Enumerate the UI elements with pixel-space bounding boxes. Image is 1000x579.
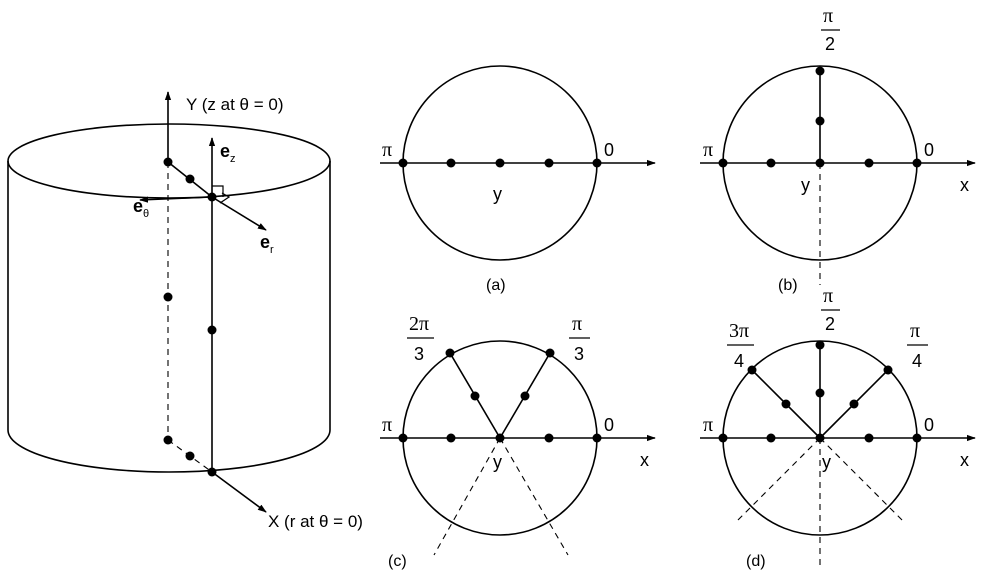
panel-a-right-angle: 0 bbox=[604, 140, 614, 160]
panel-c-ur-num: π bbox=[572, 313, 582, 335]
panel-b-dot bbox=[766, 158, 776, 168]
panel-b-dot bbox=[815, 116, 825, 126]
cylinder-dot bbox=[185, 174, 195, 184]
panel-b-axis-label: x bbox=[960, 175, 969, 195]
panel-c: π 0 2π 3 π 3 y x (c) bbox=[380, 313, 656, 570]
panel-d-ul-den: 4 bbox=[734, 351, 744, 371]
cylinder-dot bbox=[185, 451, 195, 461]
panel-c-ray-left-dashed bbox=[433, 437, 501, 556]
panel-a-dot bbox=[398, 158, 408, 168]
panel-b-left-angle: π bbox=[703, 139, 713, 161]
panel-d-dot bbox=[912, 433, 922, 443]
panel-b-dot bbox=[815, 66, 825, 76]
panel-c-left-angle: π bbox=[382, 414, 392, 436]
panel-c-dot bbox=[470, 391, 480, 401]
panel-a-center-label: y bbox=[493, 184, 502, 204]
panel-d-center-label: y bbox=[822, 452, 831, 472]
panel-b-right-angle: 0 bbox=[924, 140, 934, 160]
panel-b-center-label: y bbox=[801, 175, 810, 195]
panel-c-right-angle: 0 bbox=[604, 415, 614, 435]
panel-d-dot bbox=[815, 433, 825, 443]
panel-d-axis-label: x bbox=[960, 450, 969, 470]
panel-d-ur-den: 4 bbox=[912, 351, 922, 371]
panel-d-caption: (d) bbox=[746, 553, 766, 570]
cylinder-bottom-rim bbox=[7, 429, 331, 473]
panel-c-dot bbox=[520, 391, 530, 401]
panel-d-top-den: 2 bbox=[825, 314, 835, 334]
cylinder-dot bbox=[207, 325, 217, 335]
er-label: er bbox=[260, 232, 274, 256]
panel-c-dot bbox=[398, 433, 408, 443]
cylinder-dot bbox=[163, 435, 173, 445]
panel-c-ul-den: 3 bbox=[414, 344, 424, 364]
etheta-vector bbox=[139, 196, 213, 203]
panel-d-dot bbox=[864, 433, 874, 443]
panel-a-dot bbox=[495, 158, 505, 168]
panel-c-center-label: y bbox=[493, 452, 502, 472]
panel-c-ray-right-dashed bbox=[499, 437, 569, 556]
er-vector bbox=[211, 196, 267, 231]
panel-d-dot bbox=[718, 433, 728, 443]
panel-a-dot bbox=[446, 158, 456, 168]
panel-c-dot bbox=[545, 348, 555, 358]
right-angle-mark-side bbox=[219, 192, 231, 204]
panel-c-axis-label: x bbox=[640, 450, 649, 470]
panel-b-top-num: π bbox=[823, 5, 833, 27]
cylinder-diagram: Y (z at θ = 0) X (r at θ = 0) ez eθ er bbox=[7, 91, 363, 531]
panel-b-dot bbox=[815, 158, 825, 168]
panel-d-left-angle: π bbox=[703, 414, 713, 436]
panel-d-ur-num: π bbox=[910, 320, 920, 342]
panel-a-dot bbox=[544, 158, 554, 168]
panel-d-dot bbox=[815, 388, 825, 398]
panel-a-dot bbox=[592, 158, 602, 168]
panel-d-dot bbox=[849, 399, 859, 409]
etheta-label: eθ bbox=[133, 196, 149, 220]
panel-a-caption: (a) bbox=[486, 277, 506, 294]
panel-d-dot bbox=[815, 340, 825, 350]
panel-c-dot bbox=[495, 433, 505, 443]
cylinder-dot bbox=[207, 467, 217, 477]
panel-c-dot bbox=[544, 433, 554, 443]
panel-d-ray-left-dashed bbox=[735, 437, 821, 523]
panel-d-dot bbox=[747, 365, 757, 375]
panel-c-dot bbox=[592, 433, 602, 443]
panel-c-ur-den: 3 bbox=[574, 344, 584, 364]
panel-d-top-num: π bbox=[823, 285, 833, 307]
x-axis-arrow bbox=[211, 471, 267, 513]
panel-a: π 0 y (a) bbox=[380, 65, 656, 294]
cylinder-dot bbox=[163, 157, 173, 167]
panel-a-left-angle: π bbox=[382, 139, 392, 161]
y-axis-label: Y (z at θ = 0) bbox=[186, 95, 283, 114]
ez-label: ez bbox=[220, 141, 236, 165]
panel-d-dot bbox=[883, 365, 893, 375]
panel-c-caption: (c) bbox=[388, 553, 407, 570]
panel-b-top-den: 2 bbox=[825, 34, 835, 54]
panel-b-caption: (b) bbox=[778, 277, 798, 294]
panel-b-dot bbox=[864, 158, 874, 168]
panel-c-dot bbox=[445, 348, 455, 358]
panel-b: π 0 π 2 y x (b) bbox=[700, 5, 976, 294]
panel-c-dot bbox=[446, 433, 456, 443]
panel-d-dot bbox=[766, 433, 776, 443]
panel-d-dot bbox=[781, 399, 791, 409]
panel-d-ray-right-dashed bbox=[819, 437, 905, 523]
panel-b-dot bbox=[912, 158, 922, 168]
x-axis-label: X (r at θ = 0) bbox=[268, 512, 363, 531]
panel-d-right-angle: 0 bbox=[924, 415, 934, 435]
cylinder-dot bbox=[207, 192, 217, 202]
panel-d-ul-num: 3π bbox=[729, 320, 749, 342]
panel-d: π 0 π 2 3π 4 π 4 y x (d) bbox=[700, 285, 976, 570]
panel-c-ul-num: 2π bbox=[409, 313, 429, 335]
cylinder-dot bbox=[163, 292, 173, 302]
panel-b-dot bbox=[718, 158, 728, 168]
